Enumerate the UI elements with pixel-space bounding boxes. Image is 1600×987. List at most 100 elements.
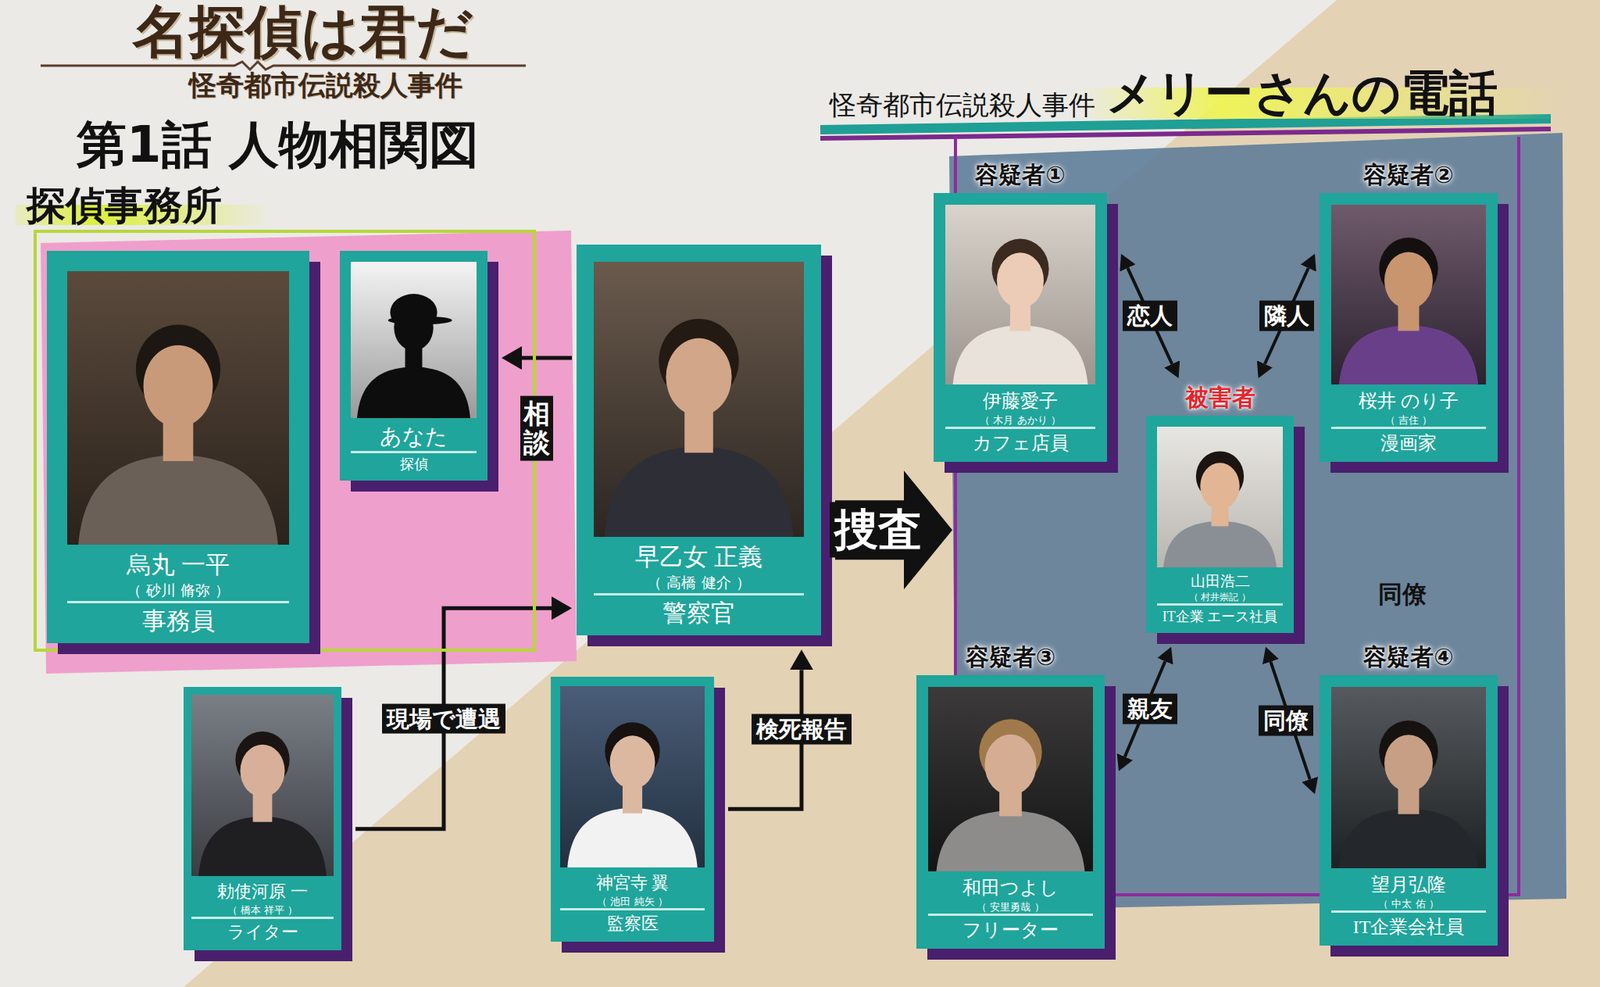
card-heading-area: 容疑者③ bbox=[916, 642, 1105, 672]
hat-brim bbox=[388, 316, 453, 325]
person-name: 和田つよし bbox=[928, 875, 1093, 900]
group-frame: 容疑者①伊藤愛子（ 木月 あかり ）カフェ店員容疑者②桜井 のり子（ 吉住 ）漫… bbox=[953, 136, 1521, 897]
portrait bbox=[191, 694, 334, 876]
portrait-face bbox=[610, 735, 656, 789]
photo-ground bbox=[1331, 204, 1486, 385]
photo-ground bbox=[350, 261, 477, 418]
edge-label-anchor: 親友 bbox=[1122, 693, 1178, 725]
portrait-face bbox=[665, 338, 732, 416]
person-actor: （ 橋本 祥平 ） bbox=[191, 903, 334, 918]
connector bbox=[521, 356, 572, 361]
card-body: 早乙女 正義（ 高橋 健介 ）警察官 bbox=[576, 244, 822, 636]
person-role: 警察官 bbox=[593, 592, 804, 629]
card-heading: 容疑者② bbox=[1319, 160, 1498, 190]
portrait-face bbox=[1384, 251, 1433, 309]
person-role: 漫画家 bbox=[1331, 426, 1486, 456]
card-body: 和田つよし（ 安里勇哉 ）フリーター bbox=[916, 675, 1105, 950]
portrait-face bbox=[240, 744, 286, 797]
edge-label: 捜査 bbox=[829, 502, 927, 558]
person-role: 探偵 bbox=[350, 450, 477, 474]
person-actor: （ 吉住 ） bbox=[1331, 413, 1486, 428]
edge-label: 恋人 bbox=[1122, 300, 1178, 332]
person-actor: （ 中太 佑 ） bbox=[1331, 896, 1486, 911]
card-body: 伊藤愛子（ 木月 あかり ）カフェ店員 bbox=[933, 192, 1108, 463]
person-card: 容疑者①伊藤愛子（ 木月 あかり ）カフェ店員 bbox=[933, 160, 1108, 462]
person-role: カフェ店員 bbox=[945, 426, 1096, 456]
portrait bbox=[1331, 686, 1486, 868]
diagram-title: 第1話 人物相関図 bbox=[76, 117, 479, 172]
portrait bbox=[593, 261, 804, 537]
portrait-face bbox=[984, 733, 1036, 795]
person-actor: （ 木月 あかり ） bbox=[945, 413, 1096, 428]
photo-ground bbox=[191, 694, 334, 876]
edge-label: 同僚 bbox=[1258, 705, 1314, 736]
person-role: ライター bbox=[191, 916, 334, 944]
photo-ground bbox=[1331, 686, 1486, 868]
edge-label: 親友 bbox=[1122, 693, 1178, 725]
card-body: 山田浩二（ 村井崇記 ）IT企業 エース社員 bbox=[1146, 415, 1294, 633]
person-role: 監察医 bbox=[560, 907, 705, 936]
card-body: 望月弘隆（ 中太 佑 ）IT企業会社員 bbox=[1319, 675, 1498, 947]
portrait-face bbox=[1200, 462, 1240, 510]
edge-label: 検死報告 bbox=[751, 714, 852, 745]
photo-ground bbox=[67, 271, 290, 545]
portrait-shoulders bbox=[936, 810, 1086, 872]
person-card: 容疑者③和田つよし（ 安里勇哉 ）フリーター bbox=[916, 642, 1105, 949]
relation-label: 同僚 bbox=[1378, 581, 1427, 608]
person-role: IT企業 エース社員 bbox=[1157, 603, 1283, 626]
photo-frame bbox=[1157, 426, 1283, 568]
hat-crown bbox=[389, 293, 437, 331]
card-heading: 容疑者④ bbox=[1319, 642, 1498, 672]
portrait bbox=[560, 685, 705, 868]
person-role: 事務員 bbox=[67, 600, 290, 637]
person-name: あなた bbox=[350, 422, 477, 451]
edge-label-anchor: 検死報告 bbox=[751, 714, 852, 745]
person-role: IT企業会社員 bbox=[1331, 910, 1486, 940]
edge-label-anchor: 捜査 bbox=[829, 502, 927, 558]
card-heading-area: 容疑者④ bbox=[1319, 642, 1498, 672]
card-heading: 被害者 bbox=[1146, 382, 1294, 413]
photo-frame bbox=[593, 261, 804, 537]
photo-frame bbox=[350, 261, 477, 418]
person-actor: （ 池田 純矢 ） bbox=[560, 894, 705, 909]
card-heading-area: 容疑者② bbox=[1319, 160, 1498, 190]
person-actor: （ 砂川 脩弥 ） bbox=[67, 580, 290, 601]
edge-label: 隣人 bbox=[1259, 300, 1315, 332]
portrait-face bbox=[1384, 734, 1433, 792]
title-anchor: 第1話 人物相関図 bbox=[76, 117, 479, 172]
person-actor: （ 安里勇哉 ） bbox=[928, 900, 1093, 915]
card-heading: 容疑者① bbox=[933, 160, 1108, 190]
portrait bbox=[945, 204, 1096, 385]
photo-frame bbox=[1331, 686, 1486, 868]
person-name: 伊藤愛子 bbox=[945, 389, 1096, 414]
person-name: 早乙女 正義 bbox=[593, 541, 804, 573]
card-body: 桜井 のり子（ 吉住 ）漫画家 bbox=[1319, 192, 1498, 463]
person-card: 被害者山田浩二（ 村井崇記 ）IT企業 エース社員 bbox=[1146, 382, 1294, 633]
portrait-shoulders bbox=[78, 454, 279, 546]
card-body: 勅使河原 一（ 橋本 祥平 ）ライター bbox=[183, 686, 342, 950]
portrait bbox=[1157, 426, 1283, 568]
portrait bbox=[350, 261, 477, 418]
connector bbox=[355, 607, 552, 829]
portrait-shoulders bbox=[1163, 520, 1277, 567]
logo-wave bbox=[40, 61, 526, 70]
person-card: あなた探偵 bbox=[339, 250, 488, 481]
person-card: 勅使河原 一（ 橋本 祥平 ）ライター bbox=[183, 686, 342, 950]
portrait-shoulders bbox=[603, 446, 793, 537]
photo-frame bbox=[945, 204, 1096, 385]
photo-ground bbox=[1157, 426, 1283, 568]
portrait-shoulders bbox=[198, 815, 327, 876]
person-name: 勅使河原 一 bbox=[191, 880, 334, 904]
person-name: 神宮寺 翼 bbox=[560, 871, 705, 895]
person-card: 容疑者④望月弘隆（ 中太 佑 ）IT企業会社員 bbox=[1319, 642, 1498, 946]
group-frame: 烏丸 一平（ 砂川 脩弥 ）事務員あなた探偵探偵事務所 bbox=[33, 229, 536, 652]
portrait-face bbox=[143, 345, 214, 428]
portrait bbox=[1331, 204, 1486, 385]
label-anchor: 名探偵は君だ bbox=[132, 3, 474, 63]
edge-label-anchor: 恋人 bbox=[1122, 300, 1178, 332]
photo-ground bbox=[593, 261, 804, 537]
card-body: あなた探偵 bbox=[339, 250, 488, 481]
card-heading-area: 被害者 bbox=[1146, 382, 1294, 413]
